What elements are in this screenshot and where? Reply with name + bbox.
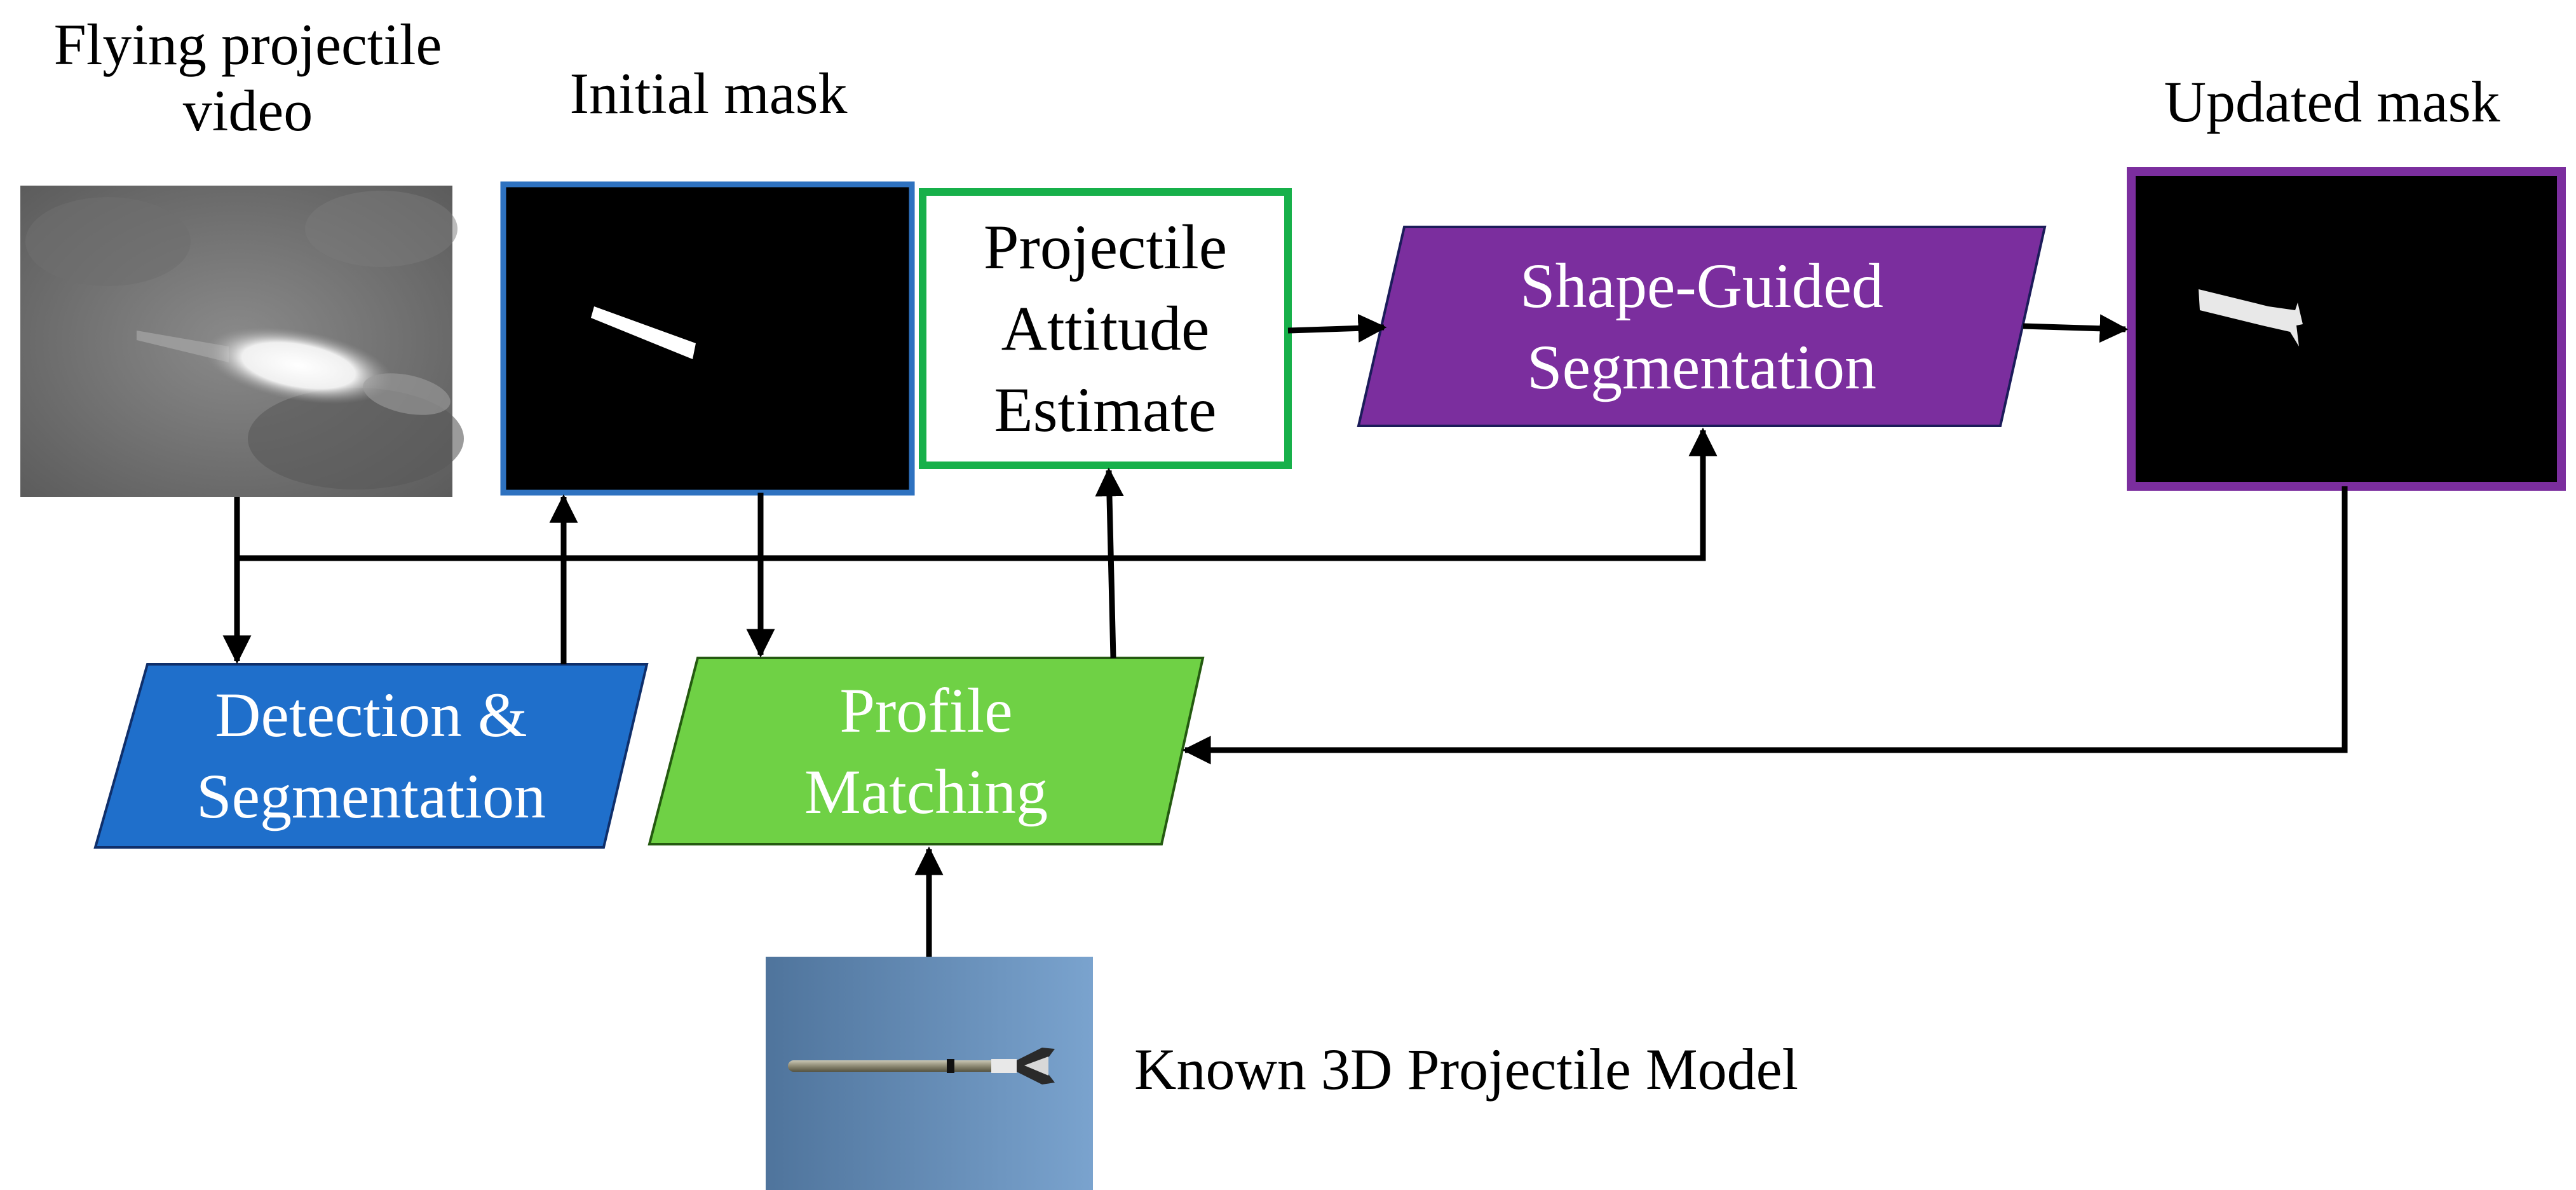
initial-mask-image bbox=[500, 181, 915, 496]
detection-line-1: Detection & bbox=[215, 680, 527, 750]
updated-mask-caption: Updated mask bbox=[2164, 69, 2500, 134]
profile-line-1: Profile bbox=[839, 674, 1013, 746]
attitude-line-3: Estimate bbox=[994, 374, 1217, 445]
profile-line-2: Matching bbox=[804, 756, 1048, 827]
video-caption-line1: Flying projectile bbox=[53, 12, 442, 77]
video-caption: Flying projectile video bbox=[19, 11, 477, 144]
arrow-attitude-to-shape-guided bbox=[1287, 313, 1387, 343]
detection-line-2: Segmentation bbox=[196, 761, 546, 831]
profile-matching-label: Profile Matching bbox=[649, 658, 1203, 844]
model-caption: Known 3D Projectile Model bbox=[1134, 1037, 1799, 1102]
detection-label: Detection & Segmentation bbox=[95, 664, 647, 847]
attitude-estimate-box bbox=[919, 188, 1292, 469]
arrow-shape-guided-to-updated-mask bbox=[2023, 314, 2129, 343]
connectors bbox=[222, 313, 2348, 957]
initial-mask-caption: Initial mask bbox=[569, 61, 848, 126]
arrow-video-to-shape-guided bbox=[237, 427, 1718, 561]
updated-mask-image bbox=[2127, 167, 2566, 491]
arrow-profile-to-attitude bbox=[1095, 467, 1124, 659]
detection-box bbox=[93, 663, 649, 849]
profile-matching-box bbox=[647, 657, 1205, 845]
arrow-updated-mask-to-profile bbox=[1182, 486, 2348, 765]
video-caption-line2: video bbox=[182, 78, 313, 143]
shape-guided-line-2: Segmentation bbox=[1527, 331, 1876, 402]
projectile-model-image bbox=[766, 957, 1093, 1190]
attitude-estimate-label: Projectile Attitude Estimate bbox=[923, 192, 1288, 465]
attitude-line-1: Projectile bbox=[983, 212, 1228, 282]
shape-guided-label: Shape-Guided Segmentation bbox=[1359, 227, 2045, 426]
attitude-line-2: Attitude bbox=[1001, 293, 1210, 364]
shape-guided-box bbox=[1357, 226, 2047, 427]
shape-guided-line-1: Shape-Guided bbox=[1519, 250, 1884, 321]
video-frame-image bbox=[20, 186, 464, 497]
